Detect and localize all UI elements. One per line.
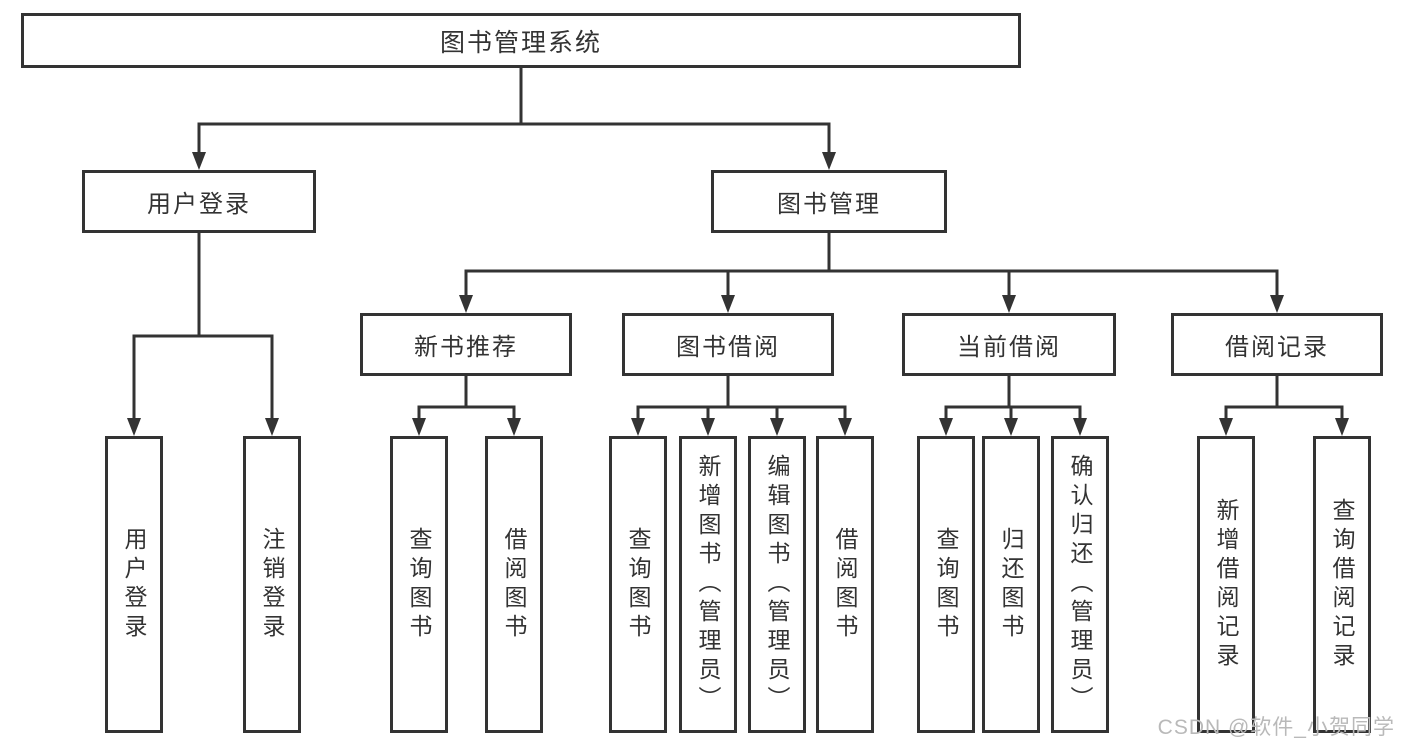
node-user-login: 用户登录 (82, 170, 316, 233)
node-book-borrowing: 图书借阅 (622, 313, 834, 376)
leaf-borrow-books-recommend: 借阅图书 (485, 436, 543, 733)
leaf-logout: 注销登录 (243, 436, 301, 733)
leaf-add-borrow-record: 新增借阅记录 (1197, 436, 1255, 733)
leaf-edit-books-admin: 编辑图书（管理员） (748, 436, 806, 733)
node-book-management-system: 图书管理系统 (21, 13, 1021, 68)
leaf-borrow-books-borrowing: 借阅图书 (816, 436, 874, 733)
leaf-query-books-current: 查询图书 (917, 436, 975, 733)
leaf-query-borrow-record: 查询借阅记录 (1313, 436, 1371, 733)
node-book-management: 图书管理 (711, 170, 947, 233)
leaf-add-books-admin: 新增图书（管理员） (679, 436, 737, 733)
node-current-borrowing: 当前借阅 (902, 313, 1116, 376)
watermark: CSDN @软件_小贺同学 (1157, 716, 1395, 739)
node-borrowing-records: 借阅记录 (1171, 313, 1383, 376)
leaf-confirm-return-admin: 确认归还（管理员） (1051, 436, 1109, 733)
leaf-query-books-borrowing: 查询图书 (609, 436, 667, 733)
node-new-book-recommendation: 新书推荐 (360, 313, 572, 376)
leaf-query-books-recommend: 查询图书 (390, 436, 448, 733)
leaf-user-login: 用户登录 (105, 436, 163, 733)
leaf-return-books: 归还图书 (982, 436, 1040, 733)
